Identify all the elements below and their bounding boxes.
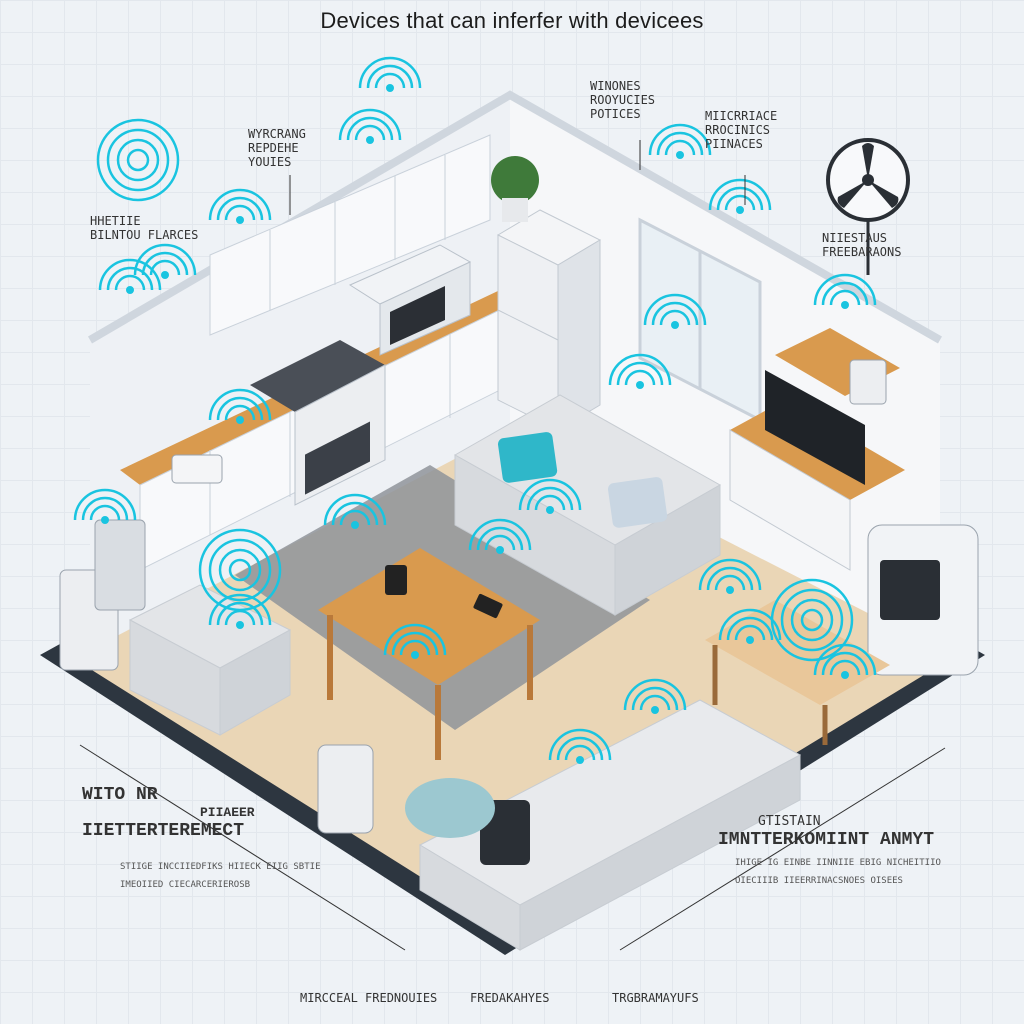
space-heater-icon <box>867 524 979 676</box>
air-purifier-icon <box>59 519 146 671</box>
sofa <box>453 394 722 616</box>
footer-label-3: TRGBRAMAYUFS <box>612 991 699 1005</box>
speaker-icon <box>849 359 887 405</box>
armchair <box>128 584 292 736</box>
router-icon <box>171 454 223 484</box>
plant <box>491 156 539 204</box>
footer-label-1: MIRCCEAL FREDNOUIES <box>300 991 438 1005</box>
fan-icon <box>826 138 910 275</box>
label-bottom-right-title: GTISTAIN IMNTTERKOMIINT ANMYT <box>718 814 935 850</box>
fridge-icon <box>496 209 602 431</box>
label-top-left: HHETIIE BILNTOU FLARCES <box>90 214 199 242</box>
microwave-icon <box>348 244 472 356</box>
tv-icon <box>765 370 865 485</box>
signal-rings-icon <box>96 118 180 202</box>
label-bottom-left-title: WITO NR PIIAEER IIETTERTEREMECT <box>82 785 255 841</box>
dining-table <box>318 548 540 760</box>
label-bottom-right-sub: IHIGE IG EINBE IINNIIE EBIG NICHEITIIO O… <box>735 858 941 887</box>
label-right-fan: NIIESTAUS FREEBARAONS <box>822 231 902 259</box>
stove <box>250 340 385 412</box>
footer-label-2: FREDAKAHYES <box>470 991 550 1005</box>
label-bottom-left-sub: STIIGE INCCIIEDFIKS HIIECK EIIG SBTIE IM… <box>120 862 321 891</box>
phone-icon <box>385 565 407 595</box>
dehumidifier-icon <box>317 744 374 834</box>
page-title: Devices that can inferfer with devicees <box>320 8 704 33</box>
pouf <box>405 778 495 838</box>
label-top-center-left: WYRCRANG REPDEHE YOUIES <box>248 127 306 169</box>
tablet-icon <box>473 593 503 619</box>
label-top-right: MIICRRIACE RROCINICS PIINACES <box>705 109 778 151</box>
label-top-center: WINONES ROOYUCIES POTICES <box>590 79 656 121</box>
upper-cabinets <box>209 134 491 336</box>
